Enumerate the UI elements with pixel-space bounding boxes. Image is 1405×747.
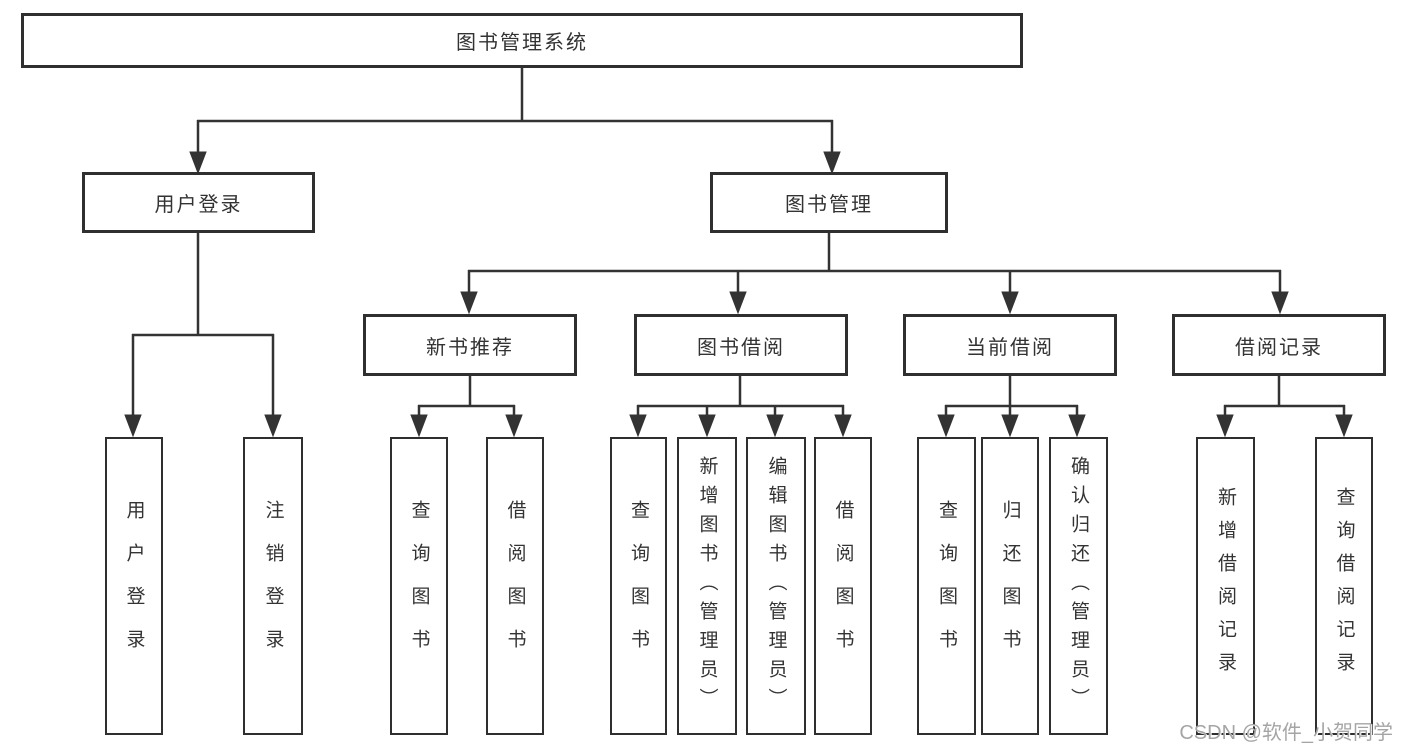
node-label: 新书推荐: [426, 336, 514, 359]
leaf-logout: 注销登录: [243, 437, 303, 735]
leaf-borrowing-add-books-admin: 新增图书（管理员）: [677, 437, 737, 735]
node-label: 查询借阅记录: [1333, 487, 1355, 685]
leaf-user-login: 用户登录: [105, 437, 163, 735]
arrowhead: [834, 414, 852, 438]
node-new-book-recommend: 新书推荐: [363, 314, 577, 376]
node-book-borrowing: 图书借阅: [634, 314, 848, 376]
node-label: 新增借阅记录: [1215, 487, 1236, 685]
leaf-borrowing-edit-books-admin: 编辑图书（管理员）: [746, 437, 806, 735]
node-label: 用户登录: [123, 500, 145, 672]
leaf-borrowing-borrow-books: 借阅图书: [814, 437, 872, 735]
leaf-records-query-record: 查询借阅记录: [1315, 437, 1373, 735]
arrowhead: [629, 414, 647, 438]
arrowhead: [1335, 414, 1353, 438]
edges-borrowing-records: [1216, 376, 1353, 438]
node-label: 查询图书: [628, 500, 649, 672]
node-label: 新增图书（管理员）: [696, 455, 718, 717]
edges-user-login: [124, 233, 282, 438]
node-user-login: 用户登录: [82, 172, 315, 233]
arrowhead: [766, 414, 784, 438]
leaf-newbooks-query-books: 查询图书: [390, 437, 448, 735]
edges-root: [189, 68, 841, 175]
arrowhead: [189, 151, 207, 175]
node-label: 确认归还（管理员）: [1068, 455, 1089, 717]
node-current-borrowing: 当前借阅: [903, 314, 1117, 376]
arrowhead: [1216, 414, 1234, 438]
edges-book-management: [460, 233, 1289, 315]
node-label: 借阅记录: [1235, 336, 1323, 359]
node-library-system: 图书管理系统: [21, 13, 1023, 68]
leaf-borrowing-query-books: 查询图书: [610, 437, 667, 735]
node-label: 图书管理: [785, 194, 873, 216]
arrowhead: [124, 414, 142, 438]
edges-book-borrowing: [629, 376, 852, 438]
node-book-management: 图书管理: [710, 172, 948, 233]
leaf-newbooks-borrow-books: 借阅图书: [486, 437, 544, 735]
arrowhead: [729, 291, 747, 315]
edges-new-books: [410, 376, 523, 438]
leaf-records-add-record: 新增借阅记录: [1196, 437, 1255, 735]
arrowhead: [1001, 414, 1019, 438]
arrowhead: [505, 414, 523, 438]
leaf-current-confirm-return-admin: 确认归还（管理员）: [1049, 437, 1108, 735]
node-label: 编辑图书（管理员）: [765, 455, 787, 717]
edges-current-borrowing: [937, 376, 1086, 438]
arrowhead: [1068, 414, 1086, 438]
leaf-current-return-books: 归还图书: [981, 437, 1039, 735]
node-label: 当前借阅: [966, 336, 1054, 359]
node-label: 归还图书: [999, 500, 1021, 672]
node-label: 查询图书: [936, 500, 957, 672]
arrowhead: [698, 414, 716, 438]
node-label: 查询图书: [408, 500, 430, 672]
node-borrowing-records: 借阅记录: [1172, 314, 1386, 376]
arrowhead: [410, 414, 428, 438]
node-label: 注销登录: [262, 500, 284, 672]
csdn-watermark: CSDN @软件_小贺同学: [1179, 722, 1393, 744]
arrowhead: [1271, 291, 1289, 315]
arrowhead: [264, 414, 282, 438]
arrowhead: [1001, 291, 1019, 315]
node-label: 图书管理系统: [456, 32, 588, 54]
node-label: 图书借阅: [697, 336, 785, 359]
arrowhead: [937, 414, 955, 438]
leaf-current-query-books: 查询图书: [917, 437, 976, 735]
arrowhead: [823, 151, 841, 175]
node-label: 用户登录: [154, 194, 243, 216]
arrowhead: [460, 291, 478, 315]
node-label: 借阅图书: [832, 500, 854, 672]
node-label: 借阅图书: [504, 500, 526, 672]
